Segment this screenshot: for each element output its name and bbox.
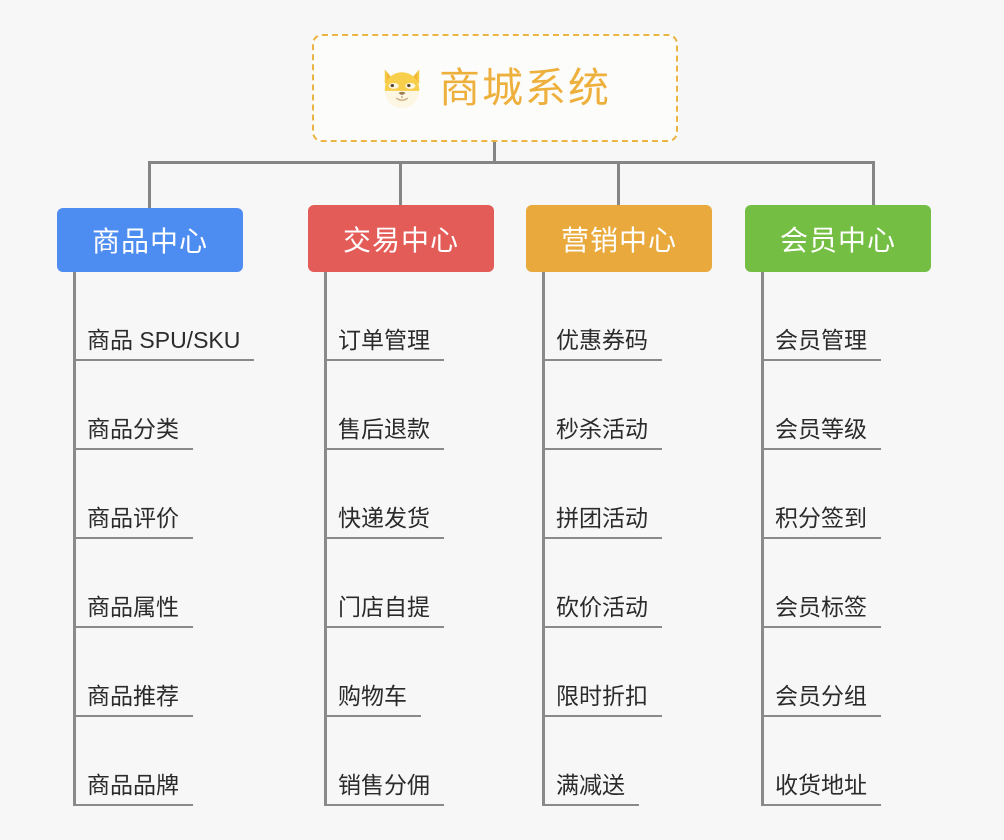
- leaf-item[interactable]: 会员管理: [761, 272, 881, 361]
- column-spine: [324, 272, 327, 806]
- leaf-item[interactable]: 销售分佣: [324, 717, 444, 806]
- group-node-member-center[interactable]: 会员中心: [745, 205, 931, 272]
- leaf-label: 会员管理: [775, 327, 867, 353]
- group-label: 交易中心: [342, 224, 459, 256]
- leaf-item[interactable]: 商品评价: [73, 450, 193, 539]
- group-node-trade-center[interactable]: 交易中心: [308, 205, 494, 272]
- connector-drop-1: [148, 161, 151, 208]
- leaf-item[interactable]: 会员分组: [761, 628, 881, 717]
- leaf-label: 购物车: [338, 683, 407, 709]
- leaf-item[interactable]: 售后退款: [324, 361, 444, 450]
- leaf-label: 积分签到: [775, 505, 867, 531]
- leaf-label: 订单管理: [338, 327, 430, 353]
- leaf-label: 秒杀活动: [556, 416, 648, 442]
- leaf-label: 门店自提: [338, 594, 430, 620]
- leaf-item[interactable]: 满减送: [542, 717, 639, 806]
- leaf-item[interactable]: 订单管理: [324, 272, 444, 361]
- leaf-label: 拼团活动: [556, 505, 648, 531]
- leaf-label: 商品 SPU/SKU: [87, 327, 241, 353]
- leaf-item[interactable]: 限时折扣: [542, 628, 662, 717]
- leaf-label: 商品属性: [87, 594, 179, 620]
- leaf-item[interactable]: 商品分类: [73, 361, 193, 450]
- leaf-label: 优惠券码: [556, 327, 648, 353]
- leaf-label: 快递发货: [338, 505, 430, 531]
- connector-drop-4: [872, 161, 875, 208]
- connector-drop-2: [399, 161, 402, 208]
- leaf-item[interactable]: 商品推荐: [73, 628, 193, 717]
- leaf-item[interactable]: 优惠券码: [542, 272, 662, 361]
- leaf-label: 商品品牌: [87, 772, 179, 798]
- leaf-item[interactable]: 商品 SPU/SKU: [73, 272, 255, 361]
- leaf-item[interactable]: 购物车: [324, 628, 421, 717]
- leaf-label: 售后退款: [338, 416, 430, 442]
- leaf-label: 砍价活动: [556, 594, 648, 620]
- column-spine: [761, 272, 764, 806]
- group-label: 商品中心: [91, 226, 208, 257]
- dog-face-icon: [384, 69, 420, 109]
- leaf-label: 商品分类: [87, 416, 179, 442]
- leaf-item[interactable]: 收货地址: [761, 717, 881, 806]
- leaf-item[interactable]: 拼团活动: [542, 450, 662, 539]
- column-spine: [73, 272, 76, 806]
- leaf-item[interactable]: 砍价活动: [542, 539, 662, 628]
- connector-root-stem: [493, 142, 496, 163]
- leaf-label: 会员标签: [775, 594, 867, 620]
- leaf-item[interactable]: 商品属性: [73, 539, 193, 628]
- group-node-product-center[interactable]: 商品中心: [57, 208, 243, 272]
- leaf-item[interactable]: 会员标签: [761, 539, 881, 628]
- leaf-label: 收货地址: [775, 772, 867, 798]
- group-label: 营销中心: [560, 224, 677, 256]
- leaf-item[interactable]: 门店自提: [324, 539, 444, 628]
- root-title: 商城系统: [439, 64, 611, 111]
- leaf-item[interactable]: 秒杀活动: [542, 361, 662, 450]
- leaf-label: 会员等级: [775, 416, 867, 442]
- leaf-item[interactable]: 会员等级: [761, 361, 881, 450]
- leaf-label: 满减送: [556, 772, 625, 798]
- leaf-label: 商品推荐: [87, 683, 179, 709]
- leaf-label: 销售分佣: [338, 772, 430, 798]
- column-spine: [542, 272, 545, 806]
- leaf-label: 会员分组: [775, 683, 867, 709]
- leaf-item[interactable]: 快递发货: [324, 450, 444, 539]
- connector-drop-3: [617, 161, 620, 208]
- root-node-shop-system[interactable]: 商城系统: [312, 34, 678, 142]
- leaf-item[interactable]: 商品品牌: [73, 717, 193, 806]
- leaf-label: 商品评价: [87, 505, 179, 531]
- group-node-marketing-center[interactable]: 营销中心: [526, 205, 712, 272]
- group-label: 会员中心: [779, 224, 896, 256]
- leaf-label: 限时折扣: [556, 683, 648, 709]
- leaf-item[interactable]: 积分签到: [761, 450, 881, 539]
- connector-horizontal-bus: [148, 161, 875, 164]
